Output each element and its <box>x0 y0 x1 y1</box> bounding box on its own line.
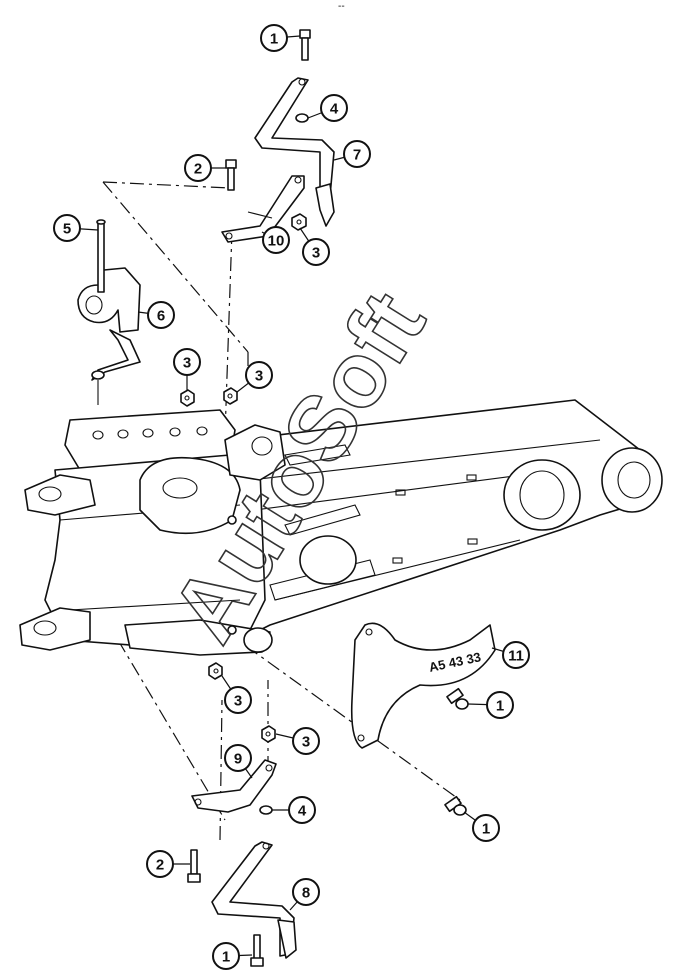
callout-circle <box>212 942 240 970</box>
nut-lower-left <box>208 662 223 680</box>
callout-number: 2 <box>194 161 202 178</box>
callout-number: 5 <box>63 221 71 238</box>
callout-circle <box>245 361 273 389</box>
fasteners <box>96 29 469 967</box>
callout-number: 10 <box>268 233 285 250</box>
clamp-lever <box>77 267 141 405</box>
callout-number: 2 <box>156 857 164 874</box>
callout-9: 9 <box>224 744 253 779</box>
bolt-lower-left <box>187 849 201 883</box>
upper-link <box>221 175 305 243</box>
pin <box>96 219 106 293</box>
callout-3: 3 <box>299 227 330 266</box>
callout-number: 9 <box>234 751 242 768</box>
callout-number: 4 <box>298 803 307 820</box>
callout-number: 7 <box>353 147 361 164</box>
callout-circle <box>343 140 371 168</box>
callout-circle <box>288 796 316 824</box>
callout-number: 11 <box>508 648 524 665</box>
callout-circle <box>292 878 320 906</box>
callout-1: 1 <box>260 24 301 52</box>
callout-circle <box>262 226 290 254</box>
callout-number: 8 <box>302 885 310 902</box>
callout-8: 8 <box>289 878 320 911</box>
nut-centre-right <box>223 387 238 405</box>
callout-circle <box>486 691 514 719</box>
callout-number: 4 <box>330 101 339 118</box>
callout-number: 3 <box>183 355 191 372</box>
callout-circle <box>53 214 81 242</box>
nut-centre-left <box>180 389 195 407</box>
callout-2: 2 <box>146 850 190 878</box>
callout-number: 1 <box>482 821 490 838</box>
boom-end-boss-left <box>503 459 581 531</box>
washer-top <box>295 113 309 123</box>
bolt-top <box>299 29 311 61</box>
header-mark: -- <box>338 1 345 12</box>
nut-upper-link <box>291 213 307 231</box>
callout-circle <box>292 727 320 755</box>
main-boom-assembly <box>229 399 663 641</box>
callout-11: 11 <box>491 641 530 669</box>
callout-number: 3 <box>234 693 242 710</box>
washer-lower <box>259 805 273 815</box>
bracket-plate: A5 43 33 <box>350 622 496 749</box>
left-lug-top <box>24 474 96 516</box>
callout-3: 3 <box>221 675 252 714</box>
callout-1: 1 <box>463 811 500 842</box>
nut-lower <box>261 725 276 743</box>
callout-number: 1 <box>496 698 504 715</box>
bolt-upper-left <box>225 159 237 191</box>
callout-5: 5 <box>53 214 99 242</box>
callout-circle <box>173 348 201 376</box>
callout-6: 6 <box>137 301 175 329</box>
bolt-bottom <box>250 934 264 967</box>
callout-circle <box>260 24 288 52</box>
callout-7: 7 <box>333 140 371 168</box>
callout-circle <box>146 850 174 878</box>
boom-end-boss-right <box>601 447 663 513</box>
callout-4: 4 <box>272 796 316 824</box>
callout-circle <box>502 641 530 669</box>
lower-lever <box>211 841 297 959</box>
callout-circle <box>224 744 252 772</box>
callout-circle <box>302 238 330 266</box>
left-lug-bottom <box>19 607 91 651</box>
assembly-leader-lines <box>102 181 461 841</box>
callout-number: 1 <box>222 949 230 966</box>
callout-3: 3 <box>236 361 273 393</box>
callout-1: 1 <box>467 691 514 719</box>
callout-number: 1 <box>270 31 278 48</box>
callout-3: 3 <box>275 727 320 755</box>
callout-2: 2 <box>184 154 226 182</box>
bolt-lower-right <box>444 795 467 816</box>
callout-number: 3 <box>312 245 320 262</box>
callout-1: 1 <box>212 942 253 970</box>
callout-circle <box>147 301 175 329</box>
callout-number: 6 <box>157 308 165 325</box>
bracket-housing <box>19 409 286 656</box>
bolt-plate <box>446 687 469 710</box>
callout-circle <box>320 94 348 122</box>
callout-3: 3 <box>173 348 201 390</box>
callout-circle <box>184 154 212 182</box>
callout-number: 3 <box>255 368 263 385</box>
callout-4: 4 <box>307 94 348 122</box>
callout-10: 10 <box>261 226 290 254</box>
callout-circle <box>472 814 500 842</box>
upper-lever <box>254 77 335 227</box>
lower-link <box>191 759 277 813</box>
callout-circle <box>224 686 252 714</box>
callout-number: 3 <box>302 734 310 751</box>
